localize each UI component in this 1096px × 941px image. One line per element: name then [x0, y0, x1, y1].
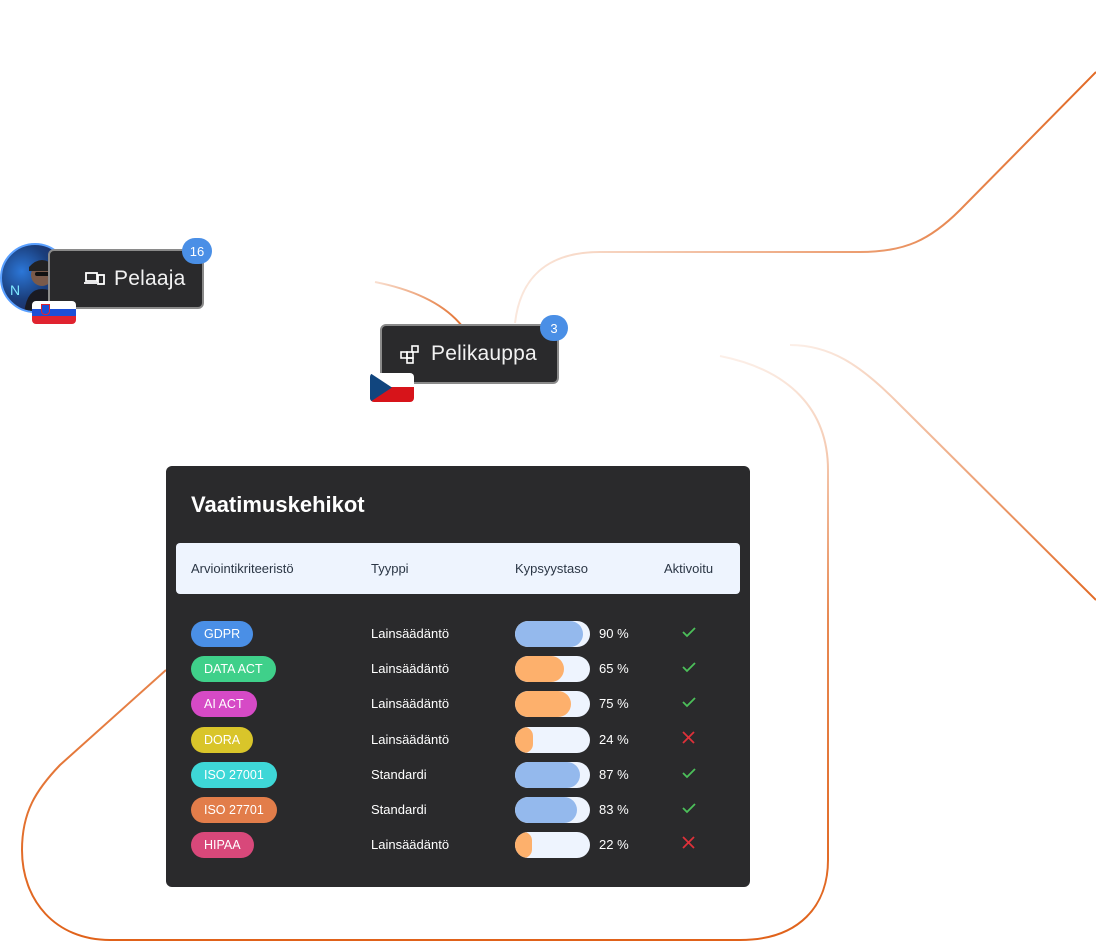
connector-line-right: [789, 344, 1096, 601]
check-icon: [681, 625, 697, 642]
connector-line-top: [514, 71, 1096, 324]
maturity-bar-fill: [515, 656, 564, 683]
maturity-percent: 65 %: [599, 661, 629, 677]
maturity-bar: [515, 621, 590, 647]
store-node-label: Pelikauppa: [431, 342, 537, 365]
framework-tag: AI ACT: [191, 691, 257, 718]
table-row[interactable]: HIPAA Lainsäädäntö 22 %: [166, 831, 750, 859]
maturity-percent: 22 %: [599, 837, 629, 853]
maturity-percent: 83 %: [599, 802, 629, 817]
frameworks-panel: Vaatimuskehikot Arviointikriteeristö Tyy…: [166, 466, 750, 887]
header-type: Tyyppi: [371, 561, 409, 576]
table-row[interactable]: ISO 27001 Standardi 87 %: [166, 761, 750, 789]
connector-line-loop: [20, 355, 829, 941]
check-icon: [681, 766, 697, 783]
table-row[interactable]: AI ACT Lainsäädäntö 75 %: [166, 690, 750, 718]
header-activated: Aktivoitu: [664, 561, 714, 576]
framework-tag: ISO 27001: [191, 761, 277, 788]
player-node[interactable]: Pelaaja: [48, 249, 204, 309]
maturity-bar-fill: [515, 797, 578, 823]
panel-title: Vaatimuskehikot: [191, 492, 365, 517]
framework-tag: DATA ACT: [191, 656, 276, 683]
maturity-percent: 75 %: [599, 696, 629, 712]
maturity-percent: 24 %: [599, 731, 629, 747]
framework-type: Lainsäädäntö: [371, 731, 450, 747]
framework-tag: DORA: [191, 726, 254, 753]
header-criteria: Arviointikriteeristö: [191, 561, 294, 576]
player-node-label: Pelaaja: [114, 267, 186, 290]
maturity-bar-fill: [515, 726, 533, 753]
table-row[interactable]: ISO 27701 Standardi 83 %: [166, 796, 750, 824]
framework-type: Standardi: [371, 766, 427, 782]
maturity-bar-fill: [515, 691, 572, 718]
check-icon: [681, 660, 697, 677]
maturity-bar: [515, 797, 590, 823]
maturity-bar: [515, 726, 590, 753]
check-icon: [681, 695, 697, 712]
cross-icon: [681, 836, 697, 853]
table-row[interactable]: DORA Lainsäädäntö 24 %: [166, 726, 750, 754]
maturity-bar-fill: [515, 621, 583, 647]
framework-type: Lainsäädäntö: [371, 696, 450, 712]
framework-tag: ISO 27701: [191, 797, 277, 823]
framework-tag: GDPR: [191, 621, 254, 647]
framework-type: Standardi: [371, 802, 427, 817]
devices-icon: [84, 272, 105, 285]
framework-type: Lainsäädäntö: [371, 661, 450, 677]
framework-tag: HIPAA: [191, 832, 254, 859]
maturity-bar: [515, 691, 590, 718]
maturity-bar: [515, 832, 590, 859]
slovenia-flag: [32, 301, 76, 324]
maturity-percent: 90 %: [599, 626, 629, 641]
maturity-bar: [515, 761, 590, 788]
header-maturity: Kypsyystaso: [515, 561, 588, 576]
maturity-bar-fill: [515, 832, 532, 859]
connector-line-player: [374, 281, 463, 327]
cross-icon: [681, 730, 697, 748]
check-icon: [681, 801, 697, 818]
store-count-badge: 3: [540, 315, 568, 341]
table-row[interactable]: GDPR Lainsäädäntö 90 %: [166, 620, 750, 648]
table-header: Arviointikriteeristö Tyyppi Kypsyystaso …: [176, 543, 740, 594]
maturity-percent: 87 %: [599, 766, 629, 782]
svg-text:N: N: [10, 282, 20, 298]
framework-type: Lainsäädäntö: [371, 837, 450, 853]
maturity-bar: [515, 656, 590, 683]
maturity-bar-fill: [515, 761, 581, 788]
apps-grid-icon: [400, 345, 419, 364]
czech-flag: [370, 373, 414, 402]
framework-type: Lainsäädäntö: [371, 626, 450, 641]
table-row[interactable]: DATA ACT Lainsäädäntö 65 %: [166, 655, 750, 683]
player-count-badge: 16: [182, 238, 212, 264]
store-node[interactable]: Pelikauppa: [380, 324, 559, 384]
